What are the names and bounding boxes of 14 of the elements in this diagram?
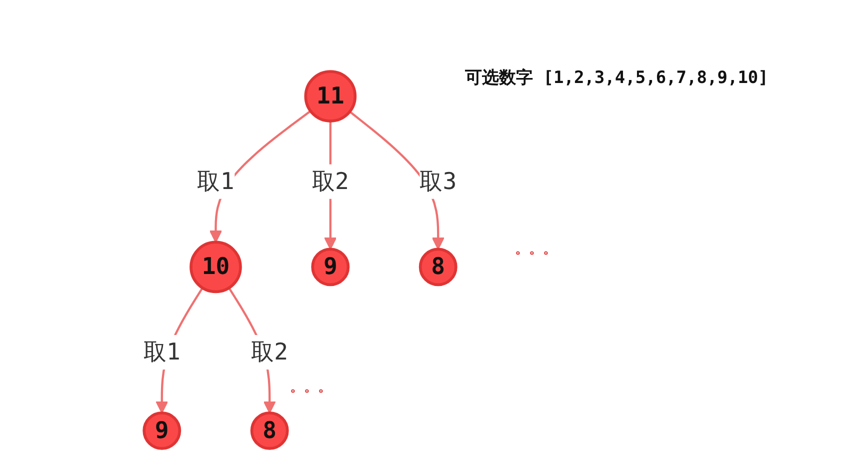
- node-circle: 10: [190, 240, 242, 294]
- edge-label: 取1: [197, 167, 234, 195]
- edge-label: 取1: [143, 338, 180, 366]
- ellipsis-text: 。。。: [515, 240, 557, 258]
- note-text: 可选数字 [1,2,3,4,5,6,7,8,9,10]: [465, 67, 768, 89]
- node-circle: 11: [304, 70, 357, 122]
- node-circle: 8: [250, 411, 289, 450]
- node-circle: 8: [418, 248, 458, 286]
- edge-label: 取3: [420, 167, 457, 195]
- edge-label: 取2: [312, 167, 349, 195]
- ellipsis-text: 。。。: [290, 378, 332, 396]
- edge-label: 取2: [251, 338, 288, 366]
- node-circle: 9: [311, 248, 350, 286]
- node-circle: 9: [142, 411, 182, 450]
